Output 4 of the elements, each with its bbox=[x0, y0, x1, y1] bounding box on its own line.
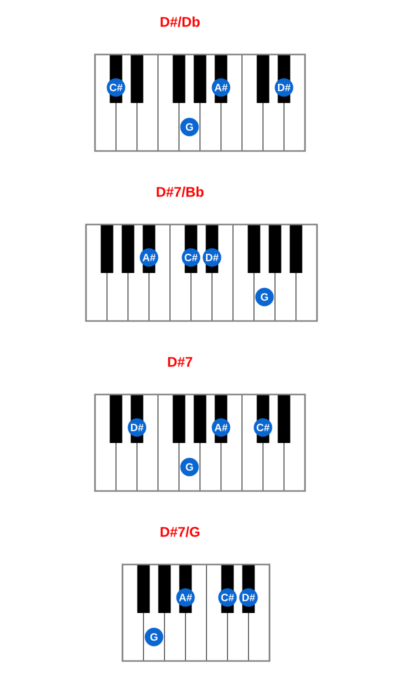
chord-name: D#7/G bbox=[160, 526, 200, 537]
chord-name: D#7/Bb bbox=[156, 186, 204, 197]
chord-name: D#/Db bbox=[160, 16, 200, 27]
chord-name: D#7 bbox=[168, 357, 192, 367]
